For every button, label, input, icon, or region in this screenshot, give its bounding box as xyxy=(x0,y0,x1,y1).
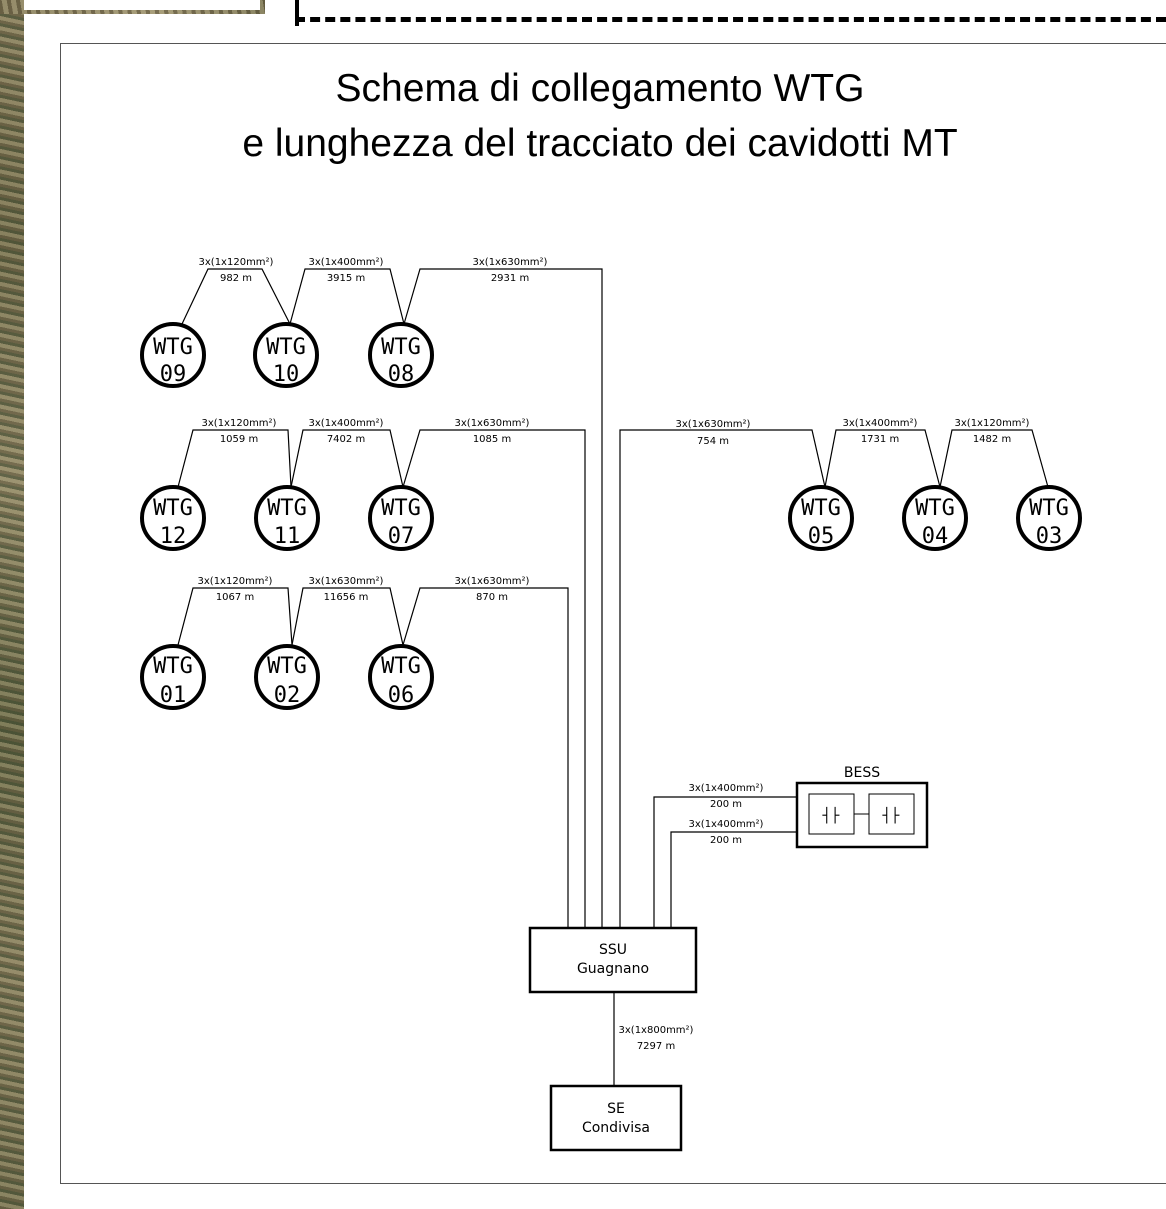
wtg-10: WTG 10 xyxy=(255,324,317,387)
ssu-guagnano: SSU Guagnano xyxy=(530,928,696,992)
cable-section-label: 3x(1x120mm²) xyxy=(198,576,273,587)
cable-section-label: 3x(1x120mm²) xyxy=(202,418,277,429)
cable-section-label: 3x(1x400mm²) xyxy=(689,819,764,830)
se-sublabel: Condivisa xyxy=(582,1120,650,1136)
wtg-05: WTG 05 xyxy=(790,487,852,549)
wtg-04: WTG 04 xyxy=(904,487,966,549)
wtg-label: WTG xyxy=(153,496,193,521)
wtg-number: 09 xyxy=(160,362,187,387)
cable-section-label: 3x(1x400mm²) xyxy=(689,783,764,794)
wtg-label: WTG xyxy=(267,496,307,521)
cable-length-label: 7402 m xyxy=(327,434,365,445)
se-condivisa: SE Condivisa xyxy=(551,1086,681,1150)
wtg-label: WTG xyxy=(801,496,841,521)
wtg-number: 10 xyxy=(273,362,300,387)
wtg-label: WTG xyxy=(381,654,421,679)
battery-cell-icon: ┤├ xyxy=(823,806,840,824)
wtg-label: WTG xyxy=(915,496,955,521)
cable-route-06-ssu xyxy=(403,588,568,929)
wtg-label: WTG xyxy=(153,654,193,679)
cable-section-label: 3x(1x630mm²) xyxy=(676,419,751,430)
wtg-03: WTG 03 xyxy=(1018,487,1080,549)
cable-length-label: 1731 m xyxy=(861,434,899,445)
wtg-01: WTG 01 xyxy=(142,646,204,708)
wtg-number: 07 xyxy=(388,524,415,549)
cable-route-bess-2 xyxy=(671,832,808,929)
cable-section-label: 3x(1x120mm²) xyxy=(955,418,1030,429)
wtg-number: 12 xyxy=(160,524,187,549)
wtg-09: WTG 09 xyxy=(142,324,204,387)
cable-length-label: 200 m xyxy=(710,799,742,810)
cable-length-label: 2931 m xyxy=(491,273,529,284)
cable-section-label: 3x(1x630mm²) xyxy=(309,576,384,587)
wtg-label: WTG xyxy=(1029,496,1069,521)
wtg-number: 04 xyxy=(922,524,949,549)
ssu-location: Guagnano xyxy=(577,961,649,977)
cable-length-label: 870 m xyxy=(476,592,508,603)
wtg-number: 03 xyxy=(1036,524,1063,549)
wtg-number: 05 xyxy=(808,524,835,549)
wtg-label: WTG xyxy=(266,335,306,360)
cable-section-label: 3x(1x630mm²) xyxy=(455,418,530,429)
wtg-12: WTG 12 xyxy=(142,487,204,549)
wtg-07: WTG 07 xyxy=(370,487,432,549)
bess-label: BESS xyxy=(844,765,880,781)
wtg-08: WTG 08 xyxy=(370,324,432,387)
wtg-11: WTG 11 xyxy=(256,487,318,549)
cable-length-label: 200 m xyxy=(710,835,742,846)
cable-length-label: 1482 m xyxy=(973,434,1011,445)
cable-section-label: 3x(1x120mm²) xyxy=(199,257,274,268)
cable-length-label: 7297 m xyxy=(637,1041,675,1052)
wtg-label: WTG xyxy=(267,654,307,679)
wtg-label: WTG xyxy=(381,335,421,360)
cable-length-label: 11656 m xyxy=(324,592,369,603)
wtg-number: 01 xyxy=(160,683,187,708)
cable-length-label: 754 m xyxy=(697,436,729,447)
cable-section-label: 3x(1x400mm²) xyxy=(309,418,384,429)
bess-unit: BESS ┤├ ┤├ xyxy=(797,765,927,847)
se-label: SE xyxy=(607,1101,625,1117)
cable-length-label: 3915 m xyxy=(327,273,365,284)
cable-section-label: 3x(1x400mm²) xyxy=(843,418,918,429)
cable-length-label: 1067 m xyxy=(216,592,254,603)
wtg-number: 11 xyxy=(274,524,301,549)
wtg-number: 06 xyxy=(388,683,415,708)
ssu-label: SSU xyxy=(599,942,627,958)
cable-section-label: 3x(1x630mm²) xyxy=(455,576,530,587)
cable-route-bess-1 xyxy=(654,797,808,929)
wtg-number: 02 xyxy=(274,683,301,708)
wtg-number: 08 xyxy=(388,362,415,387)
cable-section-label: 3x(1x400mm²) xyxy=(309,257,384,268)
cable-length-label: 1059 m xyxy=(220,434,258,445)
wtg-02: WTG 02 xyxy=(256,646,318,708)
wtg-label: WTG xyxy=(381,496,421,521)
battery-cell-icon: ┤├ xyxy=(883,806,900,824)
cable-length-label: 1085 m xyxy=(473,434,511,445)
cable-length-label: 982 m xyxy=(220,273,252,284)
cable-section-label: 3x(1x800mm²) xyxy=(619,1025,694,1036)
wtg-label: WTG xyxy=(153,335,193,360)
cable-section-label: 3x(1x630mm²) xyxy=(473,257,548,268)
wtg-06: WTG 06 xyxy=(370,646,432,708)
